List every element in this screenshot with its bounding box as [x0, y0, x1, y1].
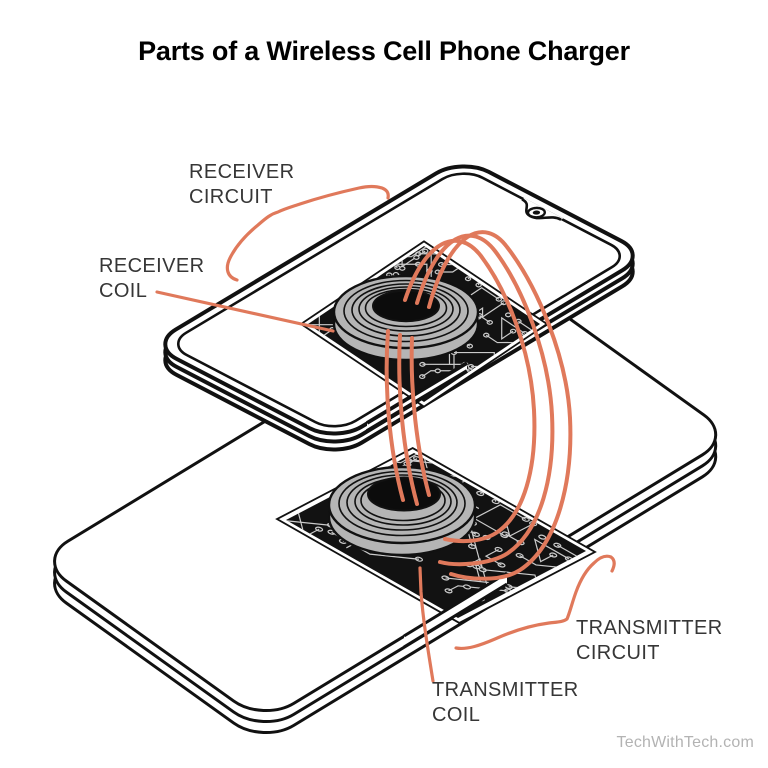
magnetic-field-lines — [384, 230, 573, 581]
transmitter-coil-leader — [418, 566, 435, 683]
transmitter-coil-hole — [367, 476, 441, 512]
receiver-coil-leader — [155, 290, 335, 333]
phone-edge-band — [366, 361, 468, 433]
label-transmitter-coil: TRANSMITTER COIL — [432, 679, 579, 726]
receiver-circuit-brace — [225, 184, 390, 282]
receiver-coil-hole — [372, 289, 440, 323]
camera-lens — [532, 210, 541, 215]
watermark: TechWithTech.com — [616, 734, 754, 751]
leader-lines — [155, 184, 616, 683]
label-receiver-circuit: RECEIVER CIRCUIT — [189, 161, 295, 208]
receiver-coil-illustration — [332, 274, 480, 362]
page-title: Parts of a Wireless Cell Phone Charger — [138, 36, 630, 66]
label-transmitter-circuit: TRANSMITTER CIRCUIT — [576, 617, 723, 664]
label-receiver-coil: RECEIVER COIL — [99, 255, 205, 302]
pad-edge-band — [403, 571, 508, 649]
transmitter-circuit-brace — [454, 554, 616, 651]
transmitter-coil-illustration — [327, 465, 477, 557]
